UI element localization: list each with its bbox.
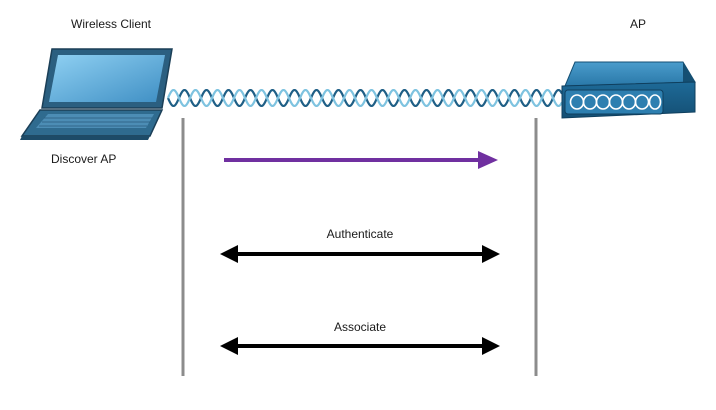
discover-arrow (224, 151, 498, 169)
ap-label: AP (630, 17, 647, 31)
associate-arrow (220, 337, 500, 355)
authenticate-arrow (220, 245, 500, 263)
authenticate-label: Authenticate (326, 227, 394, 241)
wireless-wave-strand (166, 88, 563, 108)
wireless-client-label: Wireless Client (71, 17, 152, 31)
access-point-icon (561, 61, 696, 119)
laptop-icon (20, 48, 173, 140)
discover-ap-label: Discover AP (51, 152, 117, 166)
associate-label: Associate (333, 320, 387, 334)
wireless-signal-icon (166, 88, 563, 108)
